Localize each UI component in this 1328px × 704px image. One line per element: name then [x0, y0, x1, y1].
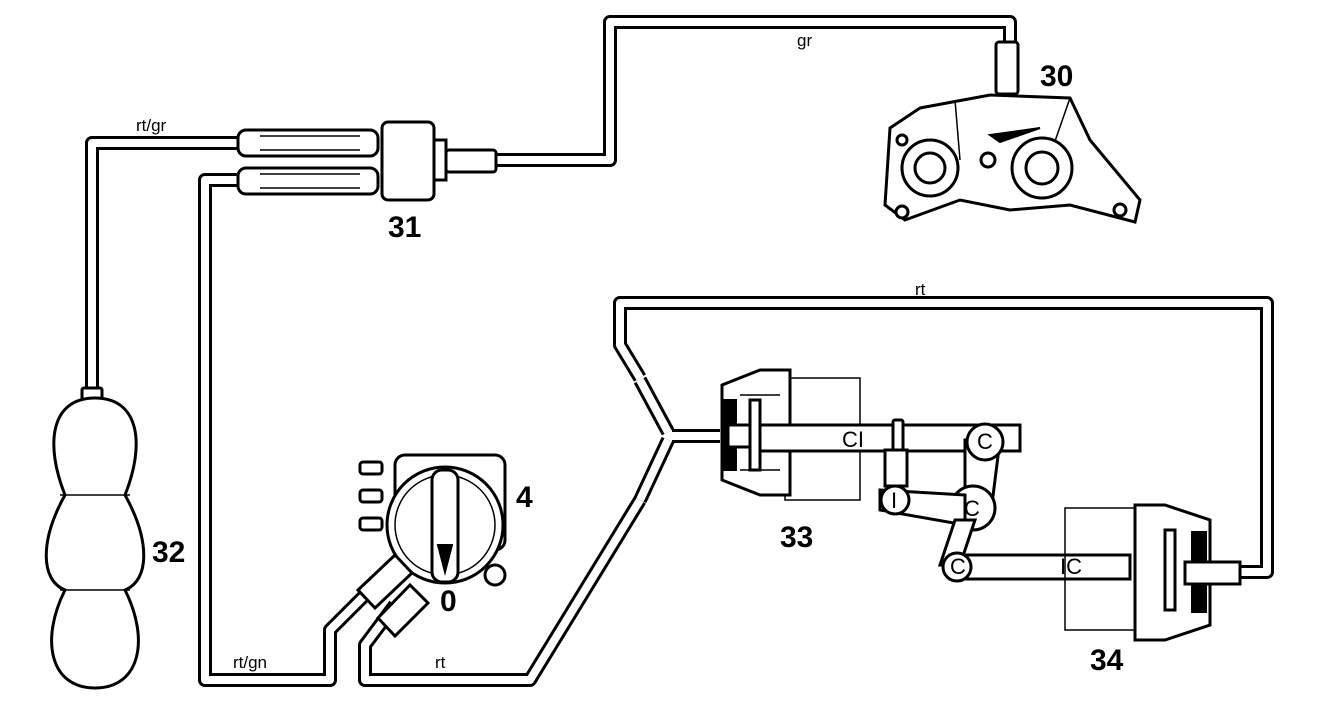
hose-rt-top: [613, 296, 1274, 579]
hose-label-rt-gr: rt/gr: [136, 116, 167, 135]
vacuum-reservoir-32: [44, 386, 146, 690]
part-number-33: 33: [780, 521, 813, 554]
hose-rt-bottom: [358, 496, 646, 687]
hose-label-rt-bottom: rt: [435, 653, 446, 672]
linkage-mark-c-lower: C: [950, 554, 966, 579]
hose-rt-gr: [85, 136, 240, 392]
linkage-mark-c-pivot: C: [964, 496, 980, 521]
part-number-31: 31: [388, 211, 421, 244]
hose-gr: [440, 15, 1017, 167]
hose-rt-gn: [198, 173, 370, 687]
part-number-32: 32: [152, 536, 185, 569]
part-number-30: 30: [1040, 60, 1073, 93]
linkage-mark-c-upper: C: [977, 429, 993, 454]
part-number-0: 0: [440, 585, 457, 618]
linkage-mark-i: I: [891, 488, 897, 513]
vacuum-switch-4: [355, 453, 507, 639]
exhaust-manifold-30: [883, 40, 1142, 224]
part-number-4: 4: [516, 481, 533, 514]
linkage: [878, 418, 1132, 583]
switch-connector-left: [355, 552, 431, 639]
hose-label-rt-gn: rt/gn: [233, 653, 267, 672]
part-number-34: 34: [1090, 644, 1124, 677]
vacuum-valve-31: [236, 120, 498, 202]
hose-label-rt-top: rt: [915, 280, 926, 299]
hose-y-branch: [633, 376, 720, 503]
vacuum-actuator-34: [1064, 503, 1242, 642]
linkage-mark-ci: CI: [842, 427, 864, 452]
hose-label-gr: gr: [797, 31, 812, 50]
linkage-mark-ic: IC: [1060, 554, 1082, 579]
